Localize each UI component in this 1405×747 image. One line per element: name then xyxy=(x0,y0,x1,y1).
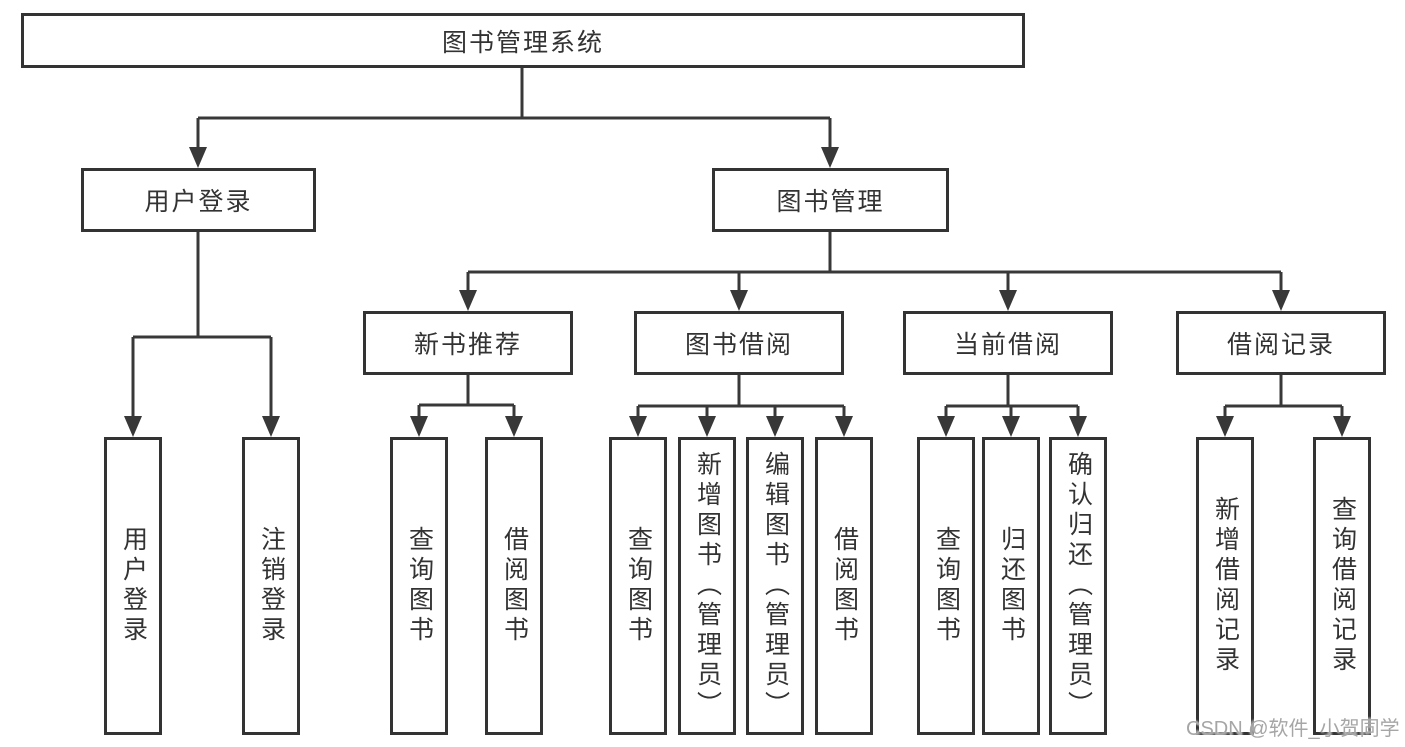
arrowhead-down-icon xyxy=(1069,416,1087,437)
arrowhead-down-icon xyxy=(937,416,955,437)
leaf-add-borrow-record: 新增借阅记录 xyxy=(1196,437,1254,735)
arrowhead-down-icon xyxy=(189,147,207,168)
leaf-borrow-books: 借阅图书 xyxy=(815,437,873,735)
arrowhead-down-icon xyxy=(1002,416,1020,437)
node-user-login: 用户登录 xyxy=(81,168,316,232)
arrowhead-down-icon xyxy=(1216,416,1234,437)
node-book-borrow: 图书借阅 xyxy=(634,311,844,375)
connector-new-book-recommend xyxy=(417,375,516,417)
arrowhead-down-icon xyxy=(698,416,716,437)
leaf-borrow-books-recommend: 借阅图书 xyxy=(485,437,543,735)
arrowhead-down-icon xyxy=(1272,290,1290,311)
leaf-query-borrow-record: 查询借阅记录 xyxy=(1313,437,1371,735)
leaf-query-books-recommend: 查询图书 xyxy=(390,437,448,735)
node-new-book-recommend: 新书推荐 xyxy=(363,311,573,375)
arrowhead-down-icon xyxy=(730,290,748,311)
arrowhead-down-icon xyxy=(505,416,523,437)
leaf-edit-book-admin: 编辑图书（管理员） xyxy=(746,437,804,735)
arrowhead-down-icon xyxy=(629,416,647,437)
arrowhead-down-icon xyxy=(766,416,784,437)
leaf-logout: 注销登录 xyxy=(242,437,300,735)
connector-book-management xyxy=(466,232,1283,291)
arrowhead-down-icon xyxy=(821,147,839,168)
arrowhead-down-icon xyxy=(262,416,280,437)
arrowhead-down-icon xyxy=(459,290,477,311)
connector-borrow-records xyxy=(1223,375,1344,417)
arrowhead-down-icon xyxy=(999,290,1017,311)
arrowhead-down-icon xyxy=(410,416,428,437)
node-book-management: 图书管理 xyxy=(712,168,949,232)
connector-current-borrow xyxy=(944,375,1080,417)
leaf-query-books-current: 查询图书 xyxy=(917,437,975,735)
leaf-user-login: 用户登录 xyxy=(104,437,162,735)
leaf-add-book-admin: 新增图书（管理员） xyxy=(678,437,736,735)
leaf-return-book: 归还图书 xyxy=(982,437,1040,735)
arrowhead-down-icon xyxy=(124,416,142,437)
arrowheads xyxy=(124,147,1351,437)
watermark: CSDN @软件_小贺同学 xyxy=(1186,718,1400,740)
connector-root xyxy=(196,68,832,148)
leaf-confirm-return-admin: 确认归还（管理员） xyxy=(1049,437,1107,735)
connector-book-borrow xyxy=(636,375,846,417)
leaf-query-books-borrow: 查询图书 xyxy=(609,437,667,735)
arrowhead-down-icon xyxy=(1333,416,1351,437)
node-library-management-system: 图书管理系统 xyxy=(21,13,1025,68)
connector-user-login xyxy=(131,232,273,417)
arrowhead-down-icon xyxy=(835,416,853,437)
node-borrow-records: 借阅记录 xyxy=(1176,311,1386,375)
node-current-borrow: 当前借阅 xyxy=(903,311,1113,375)
